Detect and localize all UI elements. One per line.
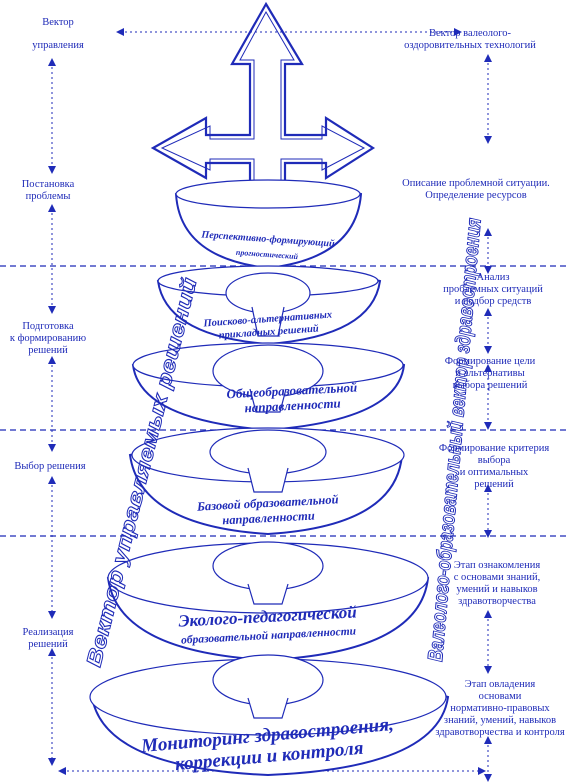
right-step-analysis-line-1: Анализ — [477, 272, 510, 283]
left-step-prepare-line-3: решений — [28, 345, 68, 356]
right-step-criteria-line-3: и оптимальных — [460, 467, 529, 478]
left-step-realize-line-1: Реализация — [23, 627, 74, 638]
bowl-3-label-line-1: Общеобразовательной — [226, 379, 357, 401]
right-step-analysis-line-2: проблемных ситуаций — [443, 284, 543, 295]
bowl-3-label-line-2: направленности — [244, 395, 341, 415]
left-step-realize-line-2: решений — [28, 639, 68, 650]
right-step-describe-line-2: Определение ресурсов — [425, 190, 527, 201]
right-step-goals-line-3: выбора решений — [453, 380, 528, 391]
right-step-intro-line-3: умений и навыков — [456, 584, 537, 595]
top-right-title-line-1: Вектор валеолого- — [429, 28, 512, 39]
right-step-criteria-line-2: выбора — [478, 455, 511, 466]
right-step-mastery-line-4: знаний, умений, навыков — [444, 715, 556, 726]
top-right-title-line-2: оздоровительных технологий — [404, 40, 536, 51]
right-step-goals-line-1: Формирование цели — [445, 356, 536, 367]
right-step-mastery-line-1: Этап овладения — [465, 679, 536, 690]
right-step-describe-line-1: Описание проблемной ситуации. — [402, 178, 550, 189]
bowl-1 — [174, 179, 363, 270]
top-left-title-line-2: управления — [32, 40, 84, 51]
bowl-4-label: Базовой образовательной направленности — [196, 492, 339, 528]
bowl-3 — [131, 342, 406, 432]
right-step-mastery-line-3: нормативно-правовых — [450, 703, 550, 714]
right-step-intro-line-4: здравотворчества — [458, 596, 536, 607]
top-left-title-line-1: Вектор — [42, 17, 74, 28]
bowl-3-label: Общеобразовательной направленности — [226, 379, 357, 415]
left-step-problem-line-2: проблемы — [26, 191, 71, 202]
bowl-1-label-line-2: прогностический — [236, 248, 299, 261]
cross-arrow — [150, 1, 376, 207]
left-step-problem-line-1: Постановка — [22, 179, 75, 190]
left-step-choice: Выбор решения — [14, 461, 85, 472]
bowl-4 — [128, 427, 405, 536]
left-step-prepare-line-2: к формированию — [10, 333, 86, 344]
right-step-goals-line-2: и альтернативы — [455, 368, 524, 379]
right-step-analysis-line-3: и подбор средств — [455, 296, 532, 307]
right-step-intro-line-1: Этап ознакомления — [454, 560, 540, 571]
bowl-4-label-line-2: направленности — [222, 509, 315, 528]
left-step-prepare-line-1: Подготовка — [22, 321, 74, 332]
bowl-5 — [106, 541, 430, 662]
bowl-2 — [156, 265, 382, 346]
bowl-6 — [89, 654, 450, 777]
right-step-mastery-line-2: основами — [479, 691, 522, 702]
right-step-intro-line-2: с основами знаний, — [454, 572, 541, 583]
right-step-mastery-line-5: здравотворчества и контроля — [435, 727, 564, 738]
right-step-criteria-line-4: решений — [474, 479, 514, 490]
right-step-criteria-line-1: Формирование критерия — [439, 443, 549, 454]
